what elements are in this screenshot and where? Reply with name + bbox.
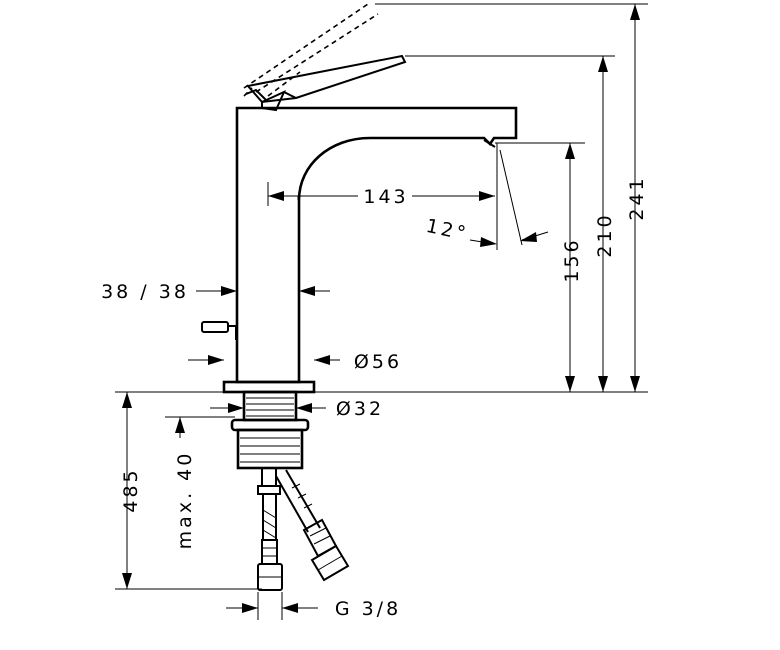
label-body-width: 38 / 38: [101, 281, 189, 303]
faucet-lever-open-position: [243, 3, 379, 97]
label-hose-length: 485: [120, 467, 142, 512]
popup-rod: [201, 321, 237, 340]
faucet-body: [222, 106, 518, 394]
label-total-height: 241: [626, 175, 648, 220]
label-max-deck: max. 40: [174, 451, 196, 550]
label-thread-diameter: Ø32: [336, 398, 384, 420]
label-base-diameter: Ø56: [354, 351, 402, 373]
extension-lines: [115, 3, 648, 590]
dimension-labels: 241 210 156 143 12° 38 / 38 Ø56 Ø32 485 …: [101, 175, 648, 620]
faucet-lever: [245, 54, 407, 112]
dimension-lines: [122, 4, 640, 620]
connection-hoses: [257, 467, 350, 591]
label-spout-height: 156: [561, 237, 583, 282]
label-connection: G 3/8: [335, 598, 401, 620]
threaded-shank: [230, 390, 310, 470]
label-lever-height: 210: [594, 212, 616, 257]
label-spout-reach: 143: [363, 186, 408, 208]
label-spout-angle: 12°: [424, 215, 470, 245]
